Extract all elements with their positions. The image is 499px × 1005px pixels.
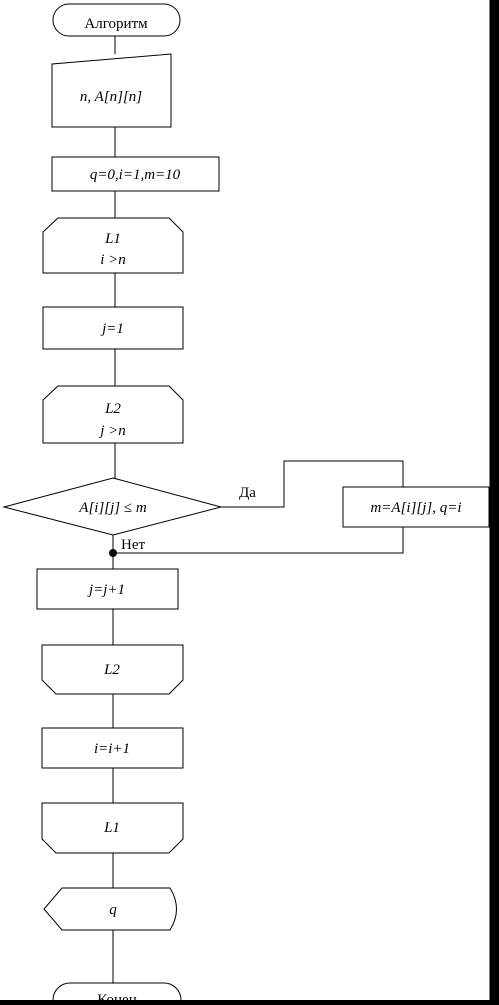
loop1-name: L1 — [104, 231, 121, 247]
start-label: Алгоритм — [84, 16, 148, 32]
set-j-label: j=1 — [100, 321, 124, 337]
assign-label: m=A[i][j], q=i — [370, 500, 461, 516]
loop1-end-label: L1 — [103, 820, 120, 836]
loop2-name: L2 — [104, 401, 121, 417]
loop1-condition: i >n — [100, 252, 126, 268]
output-label: q — [109, 902, 117, 918]
connectors — [109, 36, 404, 983]
init-block: q=0,i=1,m=10 — [51, 156, 220, 192]
loop1-start-block: L1 i >n — [42, 217, 184, 274]
loop2-condition: j >n — [98, 423, 126, 439]
loop2-start-block: L2 j >n — [42, 385, 184, 444]
set-j-block: j=1 — [42, 306, 184, 350]
loop2-end-block: L2 — [41, 644, 184, 695]
input-label: n, A[n][n] — [80, 89, 142, 105]
yes-label: Да — [239, 485, 256, 501]
init-label: q=0,i=1,m=10 — [90, 167, 181, 183]
decision-label: A[i][j] ≤ m — [78, 500, 147, 516]
input-block: n, A[n][n] — [51, 53, 172, 128]
inc-j-label: j=j+1 — [87, 582, 125, 598]
output-block: q — [43, 887, 177, 931]
inc-i-label: i=i+1 — [94, 741, 130, 757]
connector-decision-yes — [221, 460, 404, 508]
inc-i-block: i=i+1 — [41, 727, 184, 769]
assign-block: m=A[i][j], q=i — [342, 486, 490, 528]
connector-assign-return — [113, 527, 404, 554]
inc-j-block: j=j+1 — [36, 568, 179, 610]
loop1-end-block: L1 — [41, 802, 184, 854]
no-label: Нет — [121, 537, 145, 553]
end-label: Конец — [97, 992, 136, 1000]
loop2-end-label: L2 — [103, 662, 120, 678]
end-terminator: Конец — [52, 982, 182, 1005]
start-terminator: Алгоритм — [52, 3, 181, 37]
decision-block: A[i][j] ≤ m — [2, 477, 223, 536]
junction-dot — [109, 549, 117, 557]
